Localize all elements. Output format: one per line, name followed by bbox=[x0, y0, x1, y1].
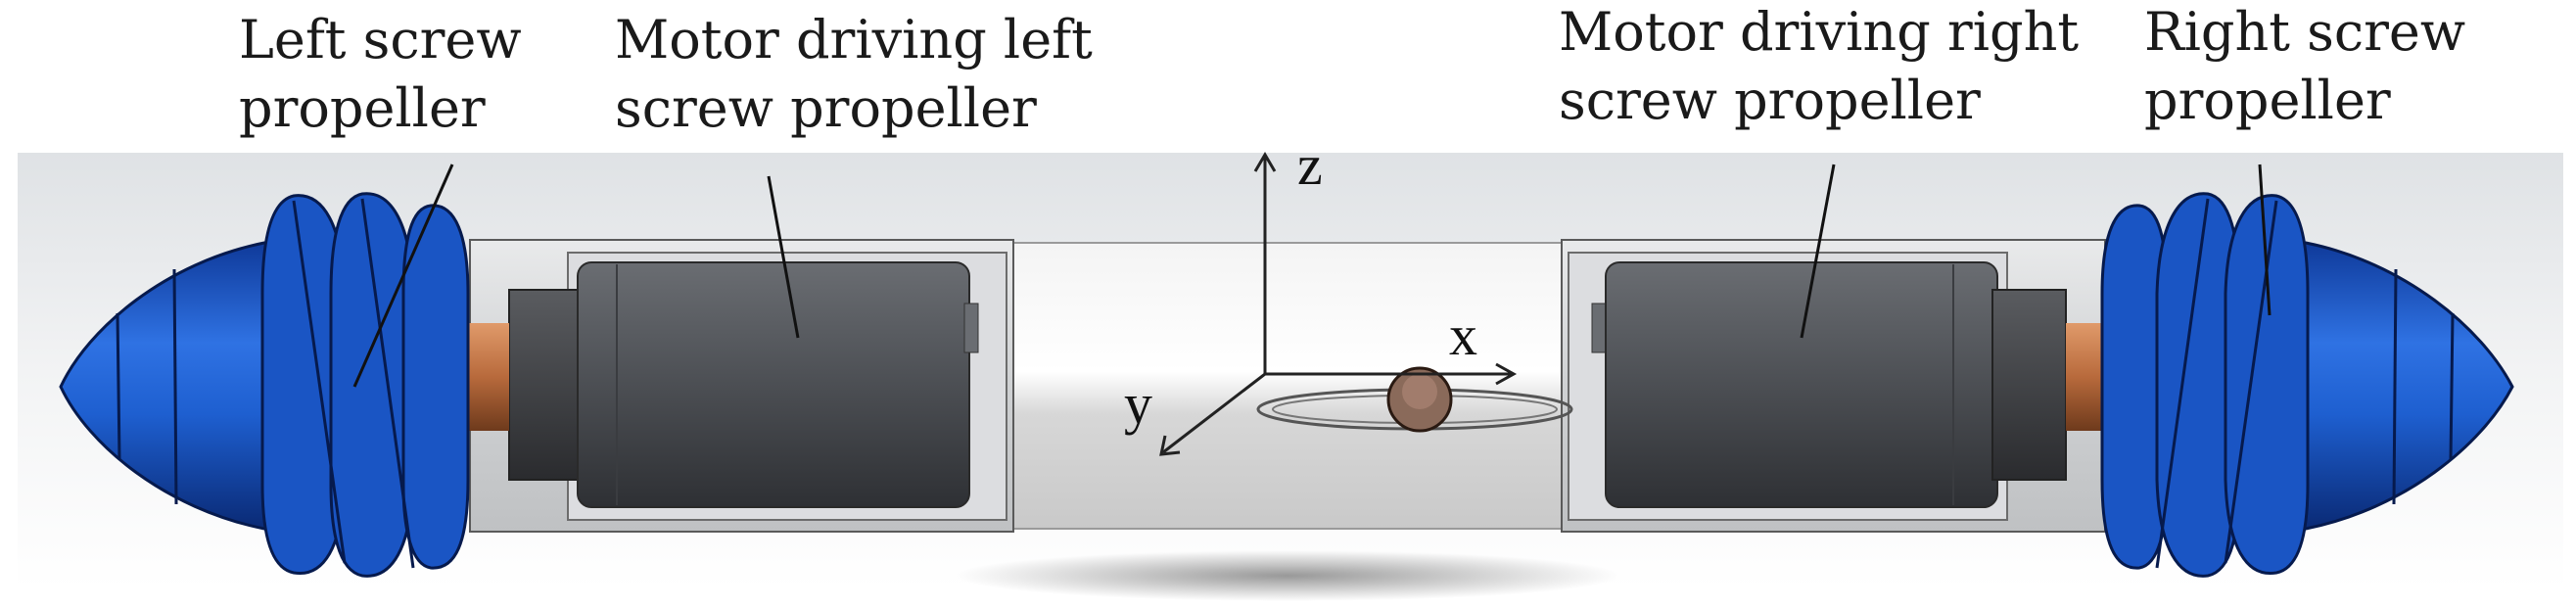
label-line: propeller bbox=[239, 77, 486, 139]
label-line: screw propeller bbox=[1559, 70, 1981, 131]
label-right-screw-propeller: Right screw propeller bbox=[2144, 0, 2465, 135]
floor-shadow bbox=[955, 550, 1620, 601]
right-screw-propeller bbox=[2100, 192, 2514, 578]
label-line: Right screw bbox=[2144, 1, 2466, 63]
label-line: Motor driving right bbox=[1559, 1, 2080, 63]
x-axis-arrowhead bbox=[1495, 362, 1518, 386]
y-axis-line bbox=[1162, 372, 1266, 454]
x-axis-label: x bbox=[1449, 304, 1477, 367]
right-shaft bbox=[2066, 323, 2107, 431]
z-axis-arrowhead bbox=[1253, 152, 1277, 172]
leader-left-motor bbox=[767, 175, 800, 339]
label-left-screw-propeller: Left screw propeller bbox=[239, 6, 522, 143]
leader-right-motor bbox=[1800, 164, 1836, 339]
center-unit bbox=[1256, 366, 1573, 433]
label-right-motor: Motor driving right screw propeller bbox=[1559, 0, 2079, 135]
leader-lines bbox=[352, 164, 2272, 388]
label-left-motor: Motor driving left screw propeller bbox=[615, 6, 1093, 143]
label-line: Motor driving left bbox=[615, 9, 1093, 70]
right-motor bbox=[1591, 261, 2067, 508]
left-shaft bbox=[468, 323, 509, 431]
left-motor bbox=[508, 261, 979, 508]
z-axis-label: z bbox=[1297, 133, 1323, 197]
label-line: screw propeller bbox=[615, 77, 1037, 139]
label-line: propeller bbox=[2144, 70, 2391, 131]
left-screw-propeller bbox=[59, 192, 470, 578]
leader-left-propeller bbox=[352, 164, 454, 388]
y-axis-arrowhead bbox=[1159, 435, 1181, 456]
leader-right-propeller bbox=[2258, 164, 2272, 316]
coordinate-axes bbox=[1159, 152, 1518, 456]
label-line: Left screw bbox=[239, 9, 522, 70]
y-axis-label: y bbox=[1124, 372, 1152, 436]
central-tube bbox=[1007, 242, 1563, 530]
